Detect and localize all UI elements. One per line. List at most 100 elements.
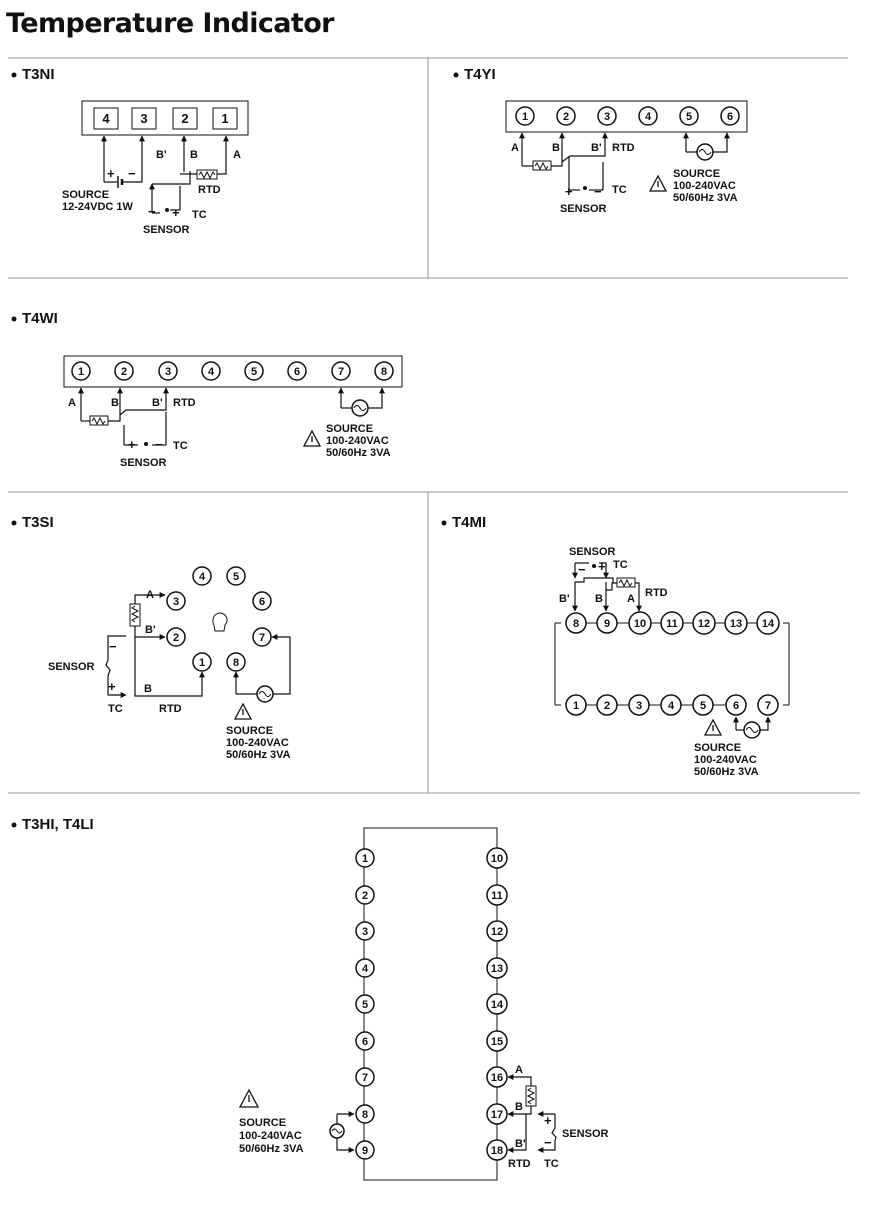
svg-text:3: 3 [140, 111, 147, 126]
diagram-t3si: 4 5 3 6 2 7 1 8 A B' B RTD − + SENSOR TC [48, 566, 291, 761]
svg-text:50/60Hz 3VA: 50/60Hz 3VA [673, 192, 738, 204]
svg-text:B: B [144, 683, 152, 695]
svg-text:B: B [111, 397, 119, 409]
svg-text:SOURCE: SOURCE [694, 742, 741, 754]
svg-text:50/60Hz 3VA: 50/60Hz 3VA [326, 447, 391, 459]
svg-text:RTD: RTD [198, 184, 221, 196]
section-title-t4yi: T4YI [464, 66, 496, 83]
svg-text:+: + [108, 679, 116, 694]
svg-text:A: A [146, 589, 154, 601]
svg-text:SOURCE: SOURCE [239, 1117, 286, 1129]
svg-text:TC: TC [544, 1158, 559, 1170]
svg-text:2: 2 [563, 111, 569, 123]
diagram-t4yi: 1 2 3 4 5 6 A B B' RTD + − TC SENSOR [505, 100, 748, 215]
svg-text:2: 2 [121, 366, 127, 378]
svg-text:4: 4 [362, 963, 369, 975]
svg-text:SENSOR: SENSOR [143, 224, 190, 236]
section-title-t3hi-t4li: T3HI, T4LI [22, 816, 94, 833]
svg-text:1: 1 [78, 366, 84, 378]
svg-text:6: 6 [727, 111, 733, 123]
svg-text:−: − [578, 562, 586, 577]
section-headers: T3NI T4YI T4WI T3SI T4MI T3HI, T4LI [11, 66, 496, 833]
svg-text:+: + [598, 559, 606, 574]
svg-text:12: 12 [698, 618, 710, 630]
svg-text:−: − [109, 639, 117, 654]
svg-text:TC: TC [613, 559, 628, 571]
svg-text:SOURCE: SOURCE [62, 189, 109, 201]
svg-text:6: 6 [259, 596, 265, 608]
svg-text:13: 13 [730, 618, 742, 630]
svg-text:7: 7 [362, 1072, 368, 1084]
diagram-t4wi: 1 2 3 4 5 6 7 8 A B B' RTD + − TC SENSOR [63, 355, 403, 469]
section-title-t4mi: T4MI [452, 514, 486, 531]
diagram-t4mi: 8 9 10 11 12 13 14 1 2 3 4 5 6 7 SENSOR … [554, 546, 790, 778]
svg-text:B': B' [156, 149, 167, 161]
bullet-icon [11, 316, 17, 322]
svg-text:+: + [107, 166, 115, 181]
svg-text:−: − [155, 437, 163, 452]
svg-text:A: A [511, 142, 519, 154]
svg-text:8: 8 [233, 657, 239, 669]
svg-text:B: B [595, 593, 603, 605]
svg-text:7: 7 [338, 366, 344, 378]
svg-text:16: 16 [491, 1072, 503, 1084]
svg-text:SENSOR: SENSOR [569, 546, 616, 558]
svg-text:4: 4 [668, 700, 675, 712]
svg-text:100-240VAC: 100-240VAC [326, 435, 389, 447]
svg-text:2: 2 [181, 111, 188, 126]
warning-triangle-icon [648, 174, 668, 192]
svg-text:3: 3 [362, 926, 368, 938]
svg-text:SENSOR: SENSOR [120, 457, 167, 469]
bullet-icon [453, 72, 459, 78]
svg-text:RTD: RTD [159, 703, 182, 715]
terminal-box [172, 107, 198, 130]
svg-text:1: 1 [573, 700, 579, 712]
svg-text:2: 2 [362, 890, 368, 902]
terminal-box [131, 107, 157, 130]
svg-text:15: 15 [491, 1036, 503, 1048]
bullet-icon [11, 822, 17, 828]
svg-text:8: 8 [362, 1109, 368, 1121]
svg-text:2: 2 [604, 700, 610, 712]
svg-text:2: 2 [173, 632, 179, 644]
svg-text:100-240VAC: 100-240VAC [694, 754, 757, 766]
svg-text:B': B' [145, 624, 156, 636]
warning-triangle-icon [703, 718, 723, 736]
svg-text:SOURCE: SOURCE [326, 423, 373, 435]
svg-text:4: 4 [208, 366, 215, 378]
terminal-circles: 8 9 10 11 12 13 14 1 2 3 4 5 6 7 [565, 611, 780, 716]
warning-triangle-icon [233, 702, 253, 720]
svg-text:1: 1 [522, 111, 528, 123]
svg-text:A: A [68, 397, 76, 409]
svg-text:4: 4 [102, 111, 110, 126]
svg-text:3: 3 [165, 366, 171, 378]
svg-text:4: 4 [645, 111, 652, 123]
svg-text:TC: TC [108, 703, 123, 715]
svg-text:9: 9 [604, 618, 610, 630]
svg-text:+: + [128, 437, 136, 452]
svg-text:10: 10 [491, 853, 503, 865]
page-title: Temperature Indicator [6, 8, 334, 39]
svg-text:RTD: RTD [508, 1158, 531, 1170]
warning-triangle-icon [238, 1088, 260, 1108]
svg-text:3: 3 [604, 111, 610, 123]
svg-text:SENSOR: SENSOR [48, 661, 95, 673]
section-dividers [8, 57, 860, 794]
svg-text:B': B' [152, 397, 163, 409]
svg-text:A: A [233, 149, 241, 161]
svg-text:RTD: RTD [645, 587, 668, 599]
section-title-t4wi: T4WI [22, 310, 58, 327]
terminal-box [93, 107, 119, 130]
section-title-t3si: T3SI [22, 514, 54, 531]
svg-text:50/60Hz 3VA: 50/60Hz 3VA [226, 749, 291, 761]
svg-text:7: 7 [259, 632, 265, 644]
svg-text:RTD: RTD [612, 142, 635, 154]
svg-text:12-24VDC 1W: 12-24VDC 1W [62, 201, 134, 213]
svg-text:−: − [594, 184, 602, 199]
svg-text:6: 6 [362, 1036, 368, 1048]
svg-text:B': B' [559, 593, 570, 605]
svg-text:100-240VAC: 100-240VAC [226, 737, 289, 749]
svg-text:6: 6 [294, 366, 300, 378]
bullet-icon [11, 520, 17, 526]
svg-text:5: 5 [362, 999, 368, 1011]
